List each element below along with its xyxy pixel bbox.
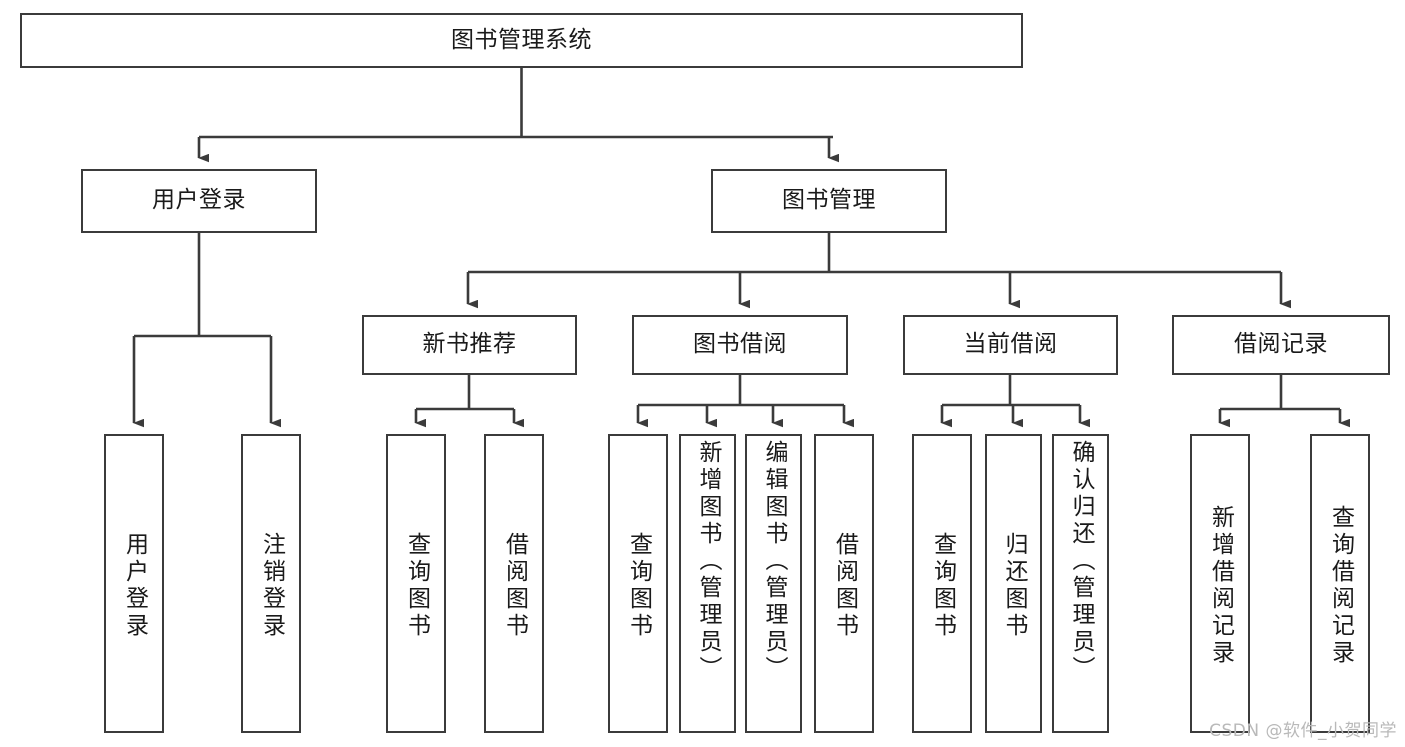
leaf-add-book-admin[interactable]: 新增图书（管理员） xyxy=(679,434,736,733)
leaf-user-login[interactable]: 用户登录 xyxy=(104,434,164,733)
node-label: 查询图书 xyxy=(403,531,430,640)
node-borrowing-record[interactable]: 借阅记录 xyxy=(1172,315,1390,375)
node-label: 借阅图书 xyxy=(501,531,528,640)
node-label: 借阅记录 xyxy=(1234,331,1328,358)
node-label: 归还图书 xyxy=(1001,531,1027,640)
node-book-borrowing[interactable]: 图书借阅 xyxy=(632,315,848,375)
node-label: 借阅图书 xyxy=(831,531,858,640)
node-label: 确认归还（管理员） xyxy=(1068,440,1094,683)
leaf-query-book-newbook[interactable]: 查询图书 xyxy=(386,434,446,733)
node-label: 图书管理 xyxy=(782,187,876,214)
leaf-edit-book-admin[interactable]: 编辑图书（管理员） xyxy=(745,434,802,733)
leaf-return-book[interactable]: 归还图书 xyxy=(985,434,1042,733)
node-book-management[interactable]: 图书管理 xyxy=(711,169,947,233)
node-label: 注销登录 xyxy=(258,531,285,640)
leaf-lend-book[interactable]: 借阅图书 xyxy=(814,434,874,733)
node-label: 新增借阅记录 xyxy=(1207,504,1234,667)
node-new-book-recommendation[interactable]: 新书推荐 xyxy=(362,315,577,375)
leaf-query-book-current[interactable]: 查询图书 xyxy=(912,434,972,733)
leaf-logout[interactable]: 注销登录 xyxy=(241,434,301,733)
watermark: CSDN @软件_小贺同学 xyxy=(1209,721,1397,741)
node-label: 用户登录 xyxy=(152,187,246,214)
node-user-login[interactable]: 用户登录 xyxy=(81,169,317,233)
leaf-confirm-return-admin[interactable]: 确认归还（管理员） xyxy=(1052,434,1109,733)
leaf-query-borrowing-record[interactable]: 查询借阅记录 xyxy=(1310,434,1370,733)
node-label: 当前借阅 xyxy=(963,331,1058,358)
node-label: 查询借阅记录 xyxy=(1327,504,1354,667)
node-label: 编辑图书（管理员） xyxy=(761,440,787,683)
node-label: 图书管理系统 xyxy=(451,26,592,53)
node-label: 图书借阅 xyxy=(693,331,787,358)
leaf-borrow-book-newbook[interactable]: 借阅图书 xyxy=(484,434,544,733)
node-current-borrowing[interactable]: 当前借阅 xyxy=(903,315,1118,375)
leaf-add-borrowing-record[interactable]: 新增借阅记录 xyxy=(1190,434,1250,733)
node-label: 查询图书 xyxy=(625,531,652,640)
node-label: 用户登录 xyxy=(121,531,148,640)
node-root-book-management-system[interactable]: 图书管理系统 xyxy=(20,13,1023,68)
node-label: 新书推荐 xyxy=(422,331,517,358)
leaf-query-book-borrowing[interactable]: 查询图书 xyxy=(608,434,668,733)
node-label: 查询图书 xyxy=(929,531,956,640)
node-label: 新增图书（管理员） xyxy=(695,440,721,683)
